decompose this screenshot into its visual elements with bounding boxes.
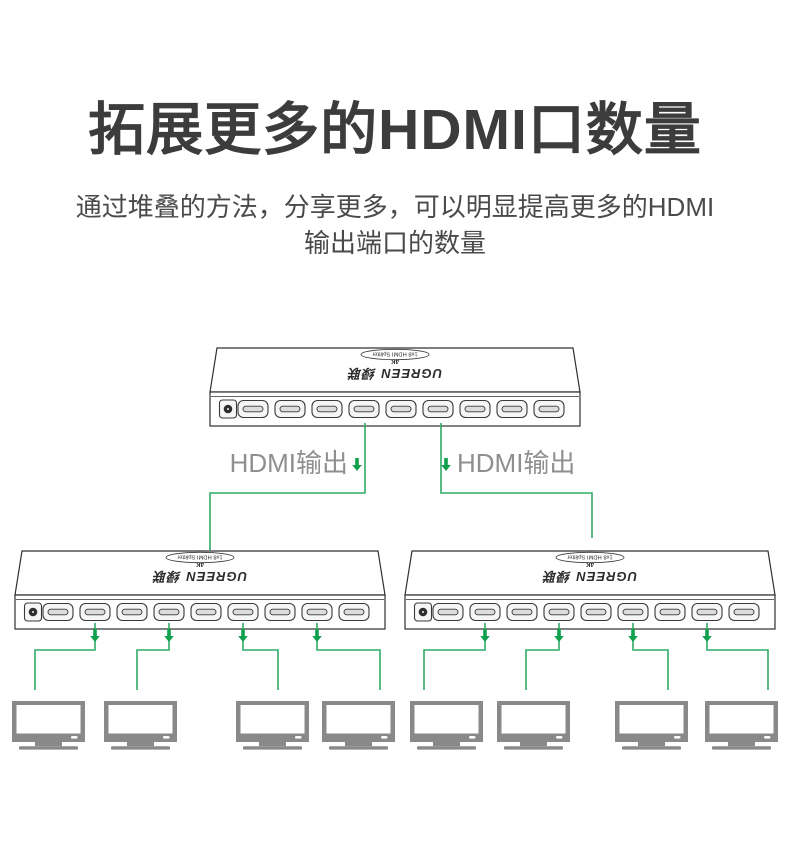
connector-left xyxy=(209,423,366,550)
monitor xyxy=(705,701,778,750)
monitor xyxy=(410,701,483,750)
connector-monitor xyxy=(316,623,381,690)
down-arrow-icon xyxy=(702,629,712,642)
connector-monitor xyxy=(34,623,96,690)
down-arrow-icon xyxy=(480,629,490,642)
down-arrow-icon xyxy=(441,458,451,471)
down-arrow-icon xyxy=(90,629,100,642)
monitor xyxy=(12,701,85,750)
connector-monitor xyxy=(423,623,486,690)
monitor xyxy=(104,701,177,750)
down-arrow-icon xyxy=(352,458,362,471)
subtitle-line-2: 输出端口的数量 xyxy=(303,228,486,258)
connector-monitor xyxy=(136,623,170,690)
hdmi-splitter-source xyxy=(210,348,580,426)
hdmi-output-label-right: HDMI输出 xyxy=(457,448,575,478)
connector-right xyxy=(440,423,593,538)
hdmi-splitter-left xyxy=(15,551,385,629)
connector-monitor xyxy=(632,623,669,690)
connector-monitor xyxy=(706,623,769,690)
down-arrow-icon xyxy=(554,629,564,642)
monitor xyxy=(497,701,570,750)
page-subtitle: 通过堆叠的方法，分享更多，可以明显提高更多的HDMI 输出端口的数量 xyxy=(0,189,790,261)
down-arrow-icon xyxy=(628,629,638,642)
hdmi-splitter-right xyxy=(405,551,775,629)
down-arrow-icon xyxy=(238,629,248,642)
down-arrow-icon xyxy=(312,629,322,642)
monitor xyxy=(322,701,395,750)
connector-monitor xyxy=(525,623,560,690)
down-arrow-icon xyxy=(164,629,174,642)
subtitle-line-1: 通过堆叠的方法，分享更多，可以明显提高更多的HDMI xyxy=(75,192,715,222)
stacking-diagram: UGREEN 绿联 4K 1x8 HDMI Splitter HDMI输出 HD… xyxy=(0,320,790,840)
monitor xyxy=(236,701,309,750)
monitor xyxy=(615,701,688,750)
connector-monitor xyxy=(242,623,279,690)
hdmi-output-label-left: HDMI输出 xyxy=(230,448,348,478)
page-title: 拓展更多的HDMI口数量 xyxy=(88,98,702,162)
